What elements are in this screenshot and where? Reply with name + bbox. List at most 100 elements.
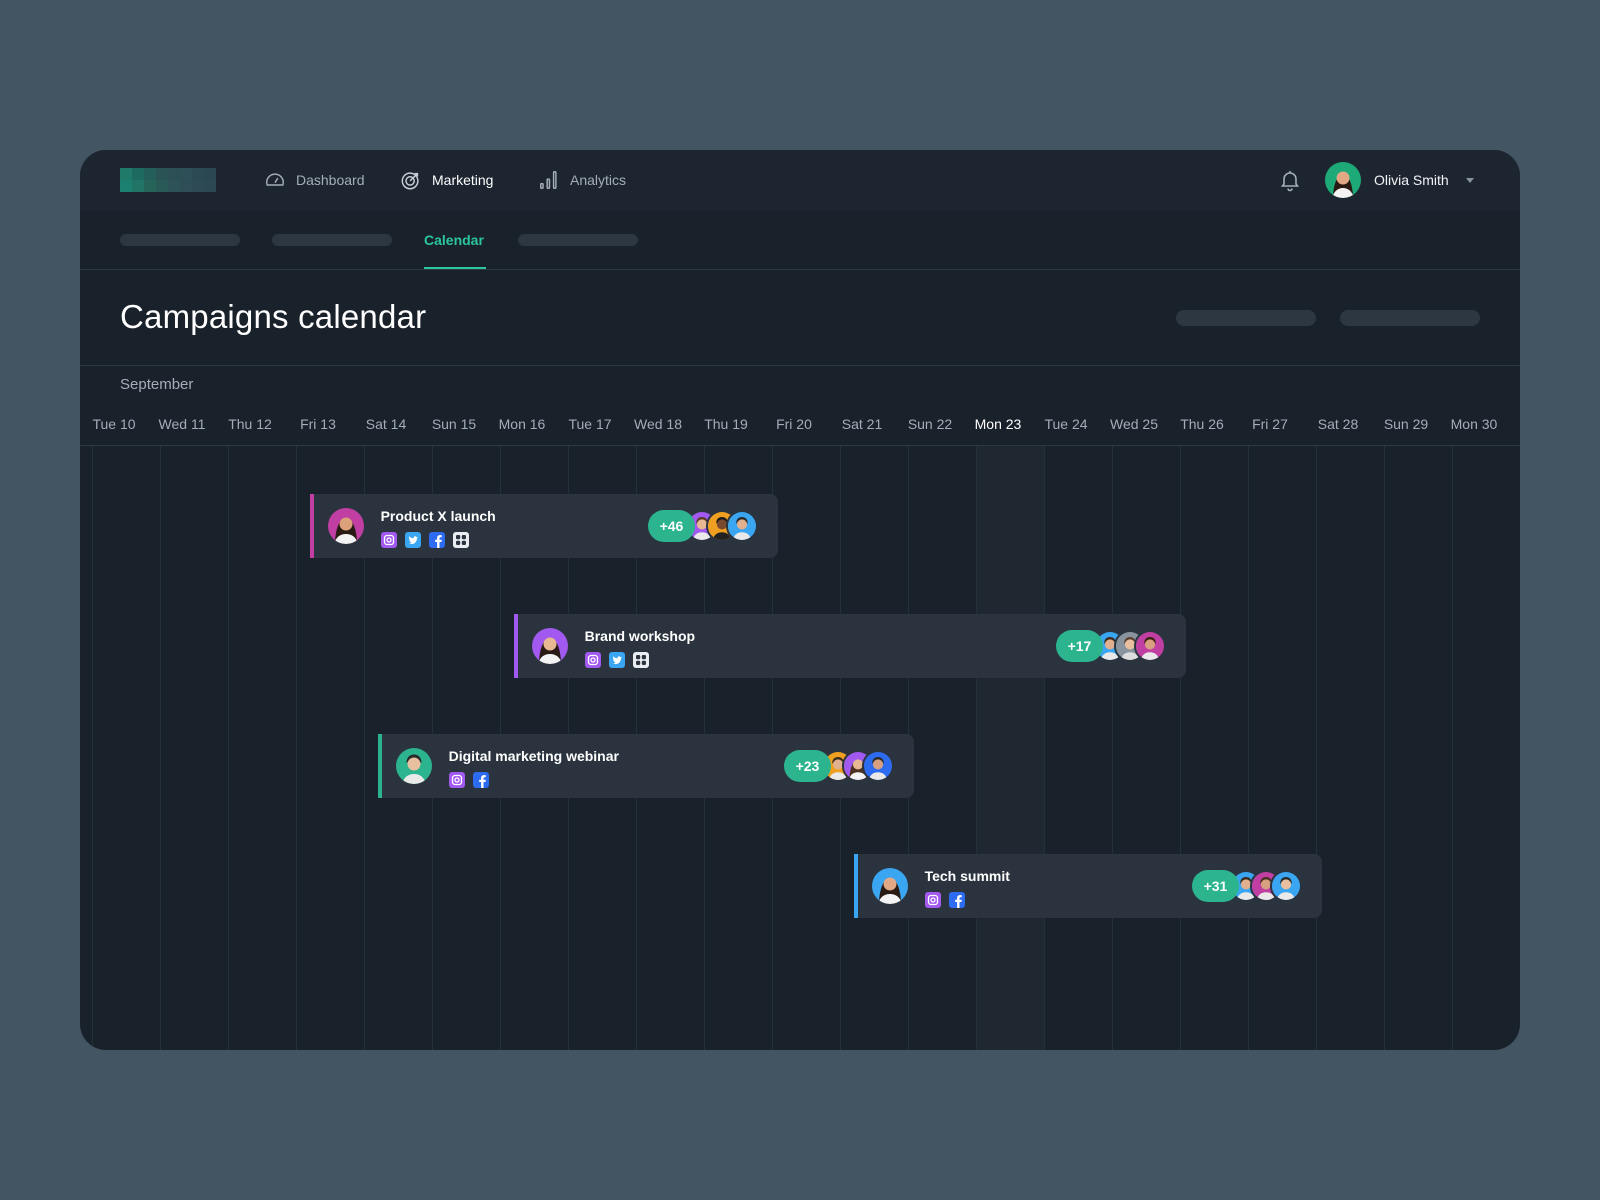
day-header: Tue 10 bbox=[92, 416, 136, 432]
event-owner-avatar[interactable] bbox=[395, 748, 432, 784]
event-owner-avatar[interactable] bbox=[531, 628, 568, 664]
column-line bbox=[1248, 446, 1249, 1050]
day-header: Sat 21 bbox=[841, 416, 883, 432]
day-header: Mon 30 bbox=[1450, 416, 1498, 432]
column-line bbox=[1452, 446, 1453, 1050]
avatar bbox=[1325, 162, 1361, 198]
avatar bbox=[1133, 630, 1166, 662]
day-header: Fri 27 bbox=[1252, 416, 1288, 432]
target-icon bbox=[401, 172, 419, 190]
day-header: Fri 20 bbox=[776, 416, 812, 432]
day-header: Mon 16 bbox=[498, 416, 546, 432]
instagram-icon[interactable] bbox=[448, 772, 465, 788]
instagram-icon[interactable] bbox=[584, 652, 601, 668]
instagram-icon[interactable] bbox=[924, 892, 941, 908]
attendee-count-badge[interactable]: +17 bbox=[1055, 630, 1104, 662]
app-window: Dashboard Marketing Analytics bbox=[80, 150, 1520, 1050]
event-name: Digital marketing webinar bbox=[448, 748, 619, 764]
user-name: Olivia Smith bbox=[1374, 172, 1449, 188]
facebook-icon[interactable] bbox=[948, 892, 965, 908]
event-team-avatars[interactable] bbox=[685, 510, 758, 542]
event-name: Brand workshop bbox=[584, 628, 696, 644]
event-channels bbox=[924, 892, 965, 908]
column-line bbox=[296, 446, 297, 1050]
avatar bbox=[1269, 870, 1302, 902]
action-placeholder-1[interactable] bbox=[1176, 310, 1316, 326]
tab-placeholder-2[interactable] bbox=[272, 234, 392, 246]
day-header: Sat 14 bbox=[365, 416, 407, 432]
avatar bbox=[725, 510, 758, 542]
nav-marketing[interactable]: Marketing bbox=[400, 150, 493, 210]
tab-placeholder-3[interactable] bbox=[518, 234, 638, 246]
top-navigation: Dashboard Marketing Analytics bbox=[80, 150, 1520, 210]
day-header: Sat 28 bbox=[1317, 416, 1359, 432]
twitter-icon[interactable] bbox=[404, 532, 421, 548]
day-header: Fri 13 bbox=[300, 416, 336, 432]
event-owner-avatar[interactable] bbox=[327, 508, 364, 544]
twitter-icon[interactable] bbox=[608, 652, 625, 668]
instagram-icon[interactable] bbox=[380, 532, 397, 548]
event-accent-bar bbox=[309, 494, 314, 558]
title-bar: Campaigns calendar bbox=[80, 270, 1520, 366]
day-header: Wed 11 bbox=[158, 416, 206, 432]
column-line bbox=[1112, 446, 1113, 1050]
day-header: Sun 22 bbox=[907, 416, 953, 432]
nav-analytics[interactable]: Analytics bbox=[538, 150, 626, 210]
event-card[interactable]: Brand workshop +17 bbox=[513, 614, 1186, 678]
day-header: Thu 26 bbox=[1180, 416, 1224, 432]
column-line bbox=[976, 446, 977, 1050]
event-name: Product X launch bbox=[380, 508, 496, 524]
attendee-count-badge[interactable]: +31 bbox=[1191, 870, 1240, 902]
gauge-icon bbox=[266, 173, 284, 186]
tab-placeholder-1[interactable] bbox=[120, 234, 240, 246]
avatar bbox=[861, 750, 894, 782]
day-header: Wed 25 bbox=[1110, 416, 1158, 432]
day-header: Tue 24 bbox=[1044, 416, 1088, 432]
nav-dashboard-label: Dashboard bbox=[296, 172, 365, 188]
attendee-count-badge[interactable]: +23 bbox=[783, 750, 832, 782]
day-header: Mon 23 bbox=[974, 416, 1022, 432]
event-channels bbox=[584, 652, 649, 668]
chevron-down-icon bbox=[1465, 177, 1474, 183]
column-line bbox=[1384, 446, 1385, 1050]
nav-dashboard[interactable]: Dashboard bbox=[264, 150, 365, 210]
logo[interactable] bbox=[120, 168, 216, 192]
event-team-avatars[interactable] bbox=[1229, 870, 1302, 902]
event-accent-bar bbox=[853, 854, 858, 918]
sub-navigation: Calendar bbox=[80, 210, 1520, 270]
grid-icon[interactable] bbox=[632, 652, 649, 668]
user-menu[interactable]: Olivia Smith bbox=[1325, 162, 1474, 198]
facebook-icon[interactable] bbox=[428, 532, 445, 548]
column-line bbox=[92, 446, 93, 1050]
event-team-avatars[interactable] bbox=[1093, 630, 1166, 662]
day-header: Sun 15 bbox=[431, 416, 477, 432]
column-line bbox=[160, 446, 161, 1050]
event-card[interactable]: Digital marketing webinar +23 bbox=[377, 734, 914, 798]
bell-icon[interactable] bbox=[1278, 168, 1302, 192]
tab-calendar[interactable]: Calendar bbox=[424, 231, 484, 248]
event-team-avatars[interactable] bbox=[821, 750, 894, 782]
active-tab-indicator bbox=[424, 267, 486, 269]
bar-chart-icon bbox=[540, 171, 557, 189]
column-line bbox=[364, 446, 365, 1050]
day-header: Wed 18 bbox=[634, 416, 682, 432]
event-accent-bar bbox=[513, 614, 518, 678]
nav-analytics-label: Analytics bbox=[570, 172, 627, 188]
day-header: Thu 12 bbox=[228, 416, 272, 432]
column-line bbox=[228, 446, 229, 1050]
attendee-count-badge[interactable]: +46 bbox=[647, 510, 696, 542]
event-channels bbox=[448, 772, 489, 788]
facebook-icon[interactable] bbox=[472, 772, 489, 788]
header-divider bbox=[80, 445, 1520, 446]
event-card[interactable]: Product X launch +46 bbox=[309, 494, 778, 558]
today-column bbox=[976, 446, 1044, 1050]
event-card[interactable]: Tech summit +31 bbox=[853, 854, 1322, 918]
page-title: Campaigns calendar bbox=[120, 298, 427, 335]
event-name: Tech summit bbox=[924, 868, 1010, 884]
grid-icon[interactable] bbox=[452, 532, 469, 548]
event-owner-avatar[interactable] bbox=[871, 868, 908, 904]
column-line bbox=[1316, 446, 1317, 1050]
action-placeholder-2[interactable] bbox=[1340, 310, 1480, 326]
day-header: Thu 19 bbox=[704, 416, 748, 432]
